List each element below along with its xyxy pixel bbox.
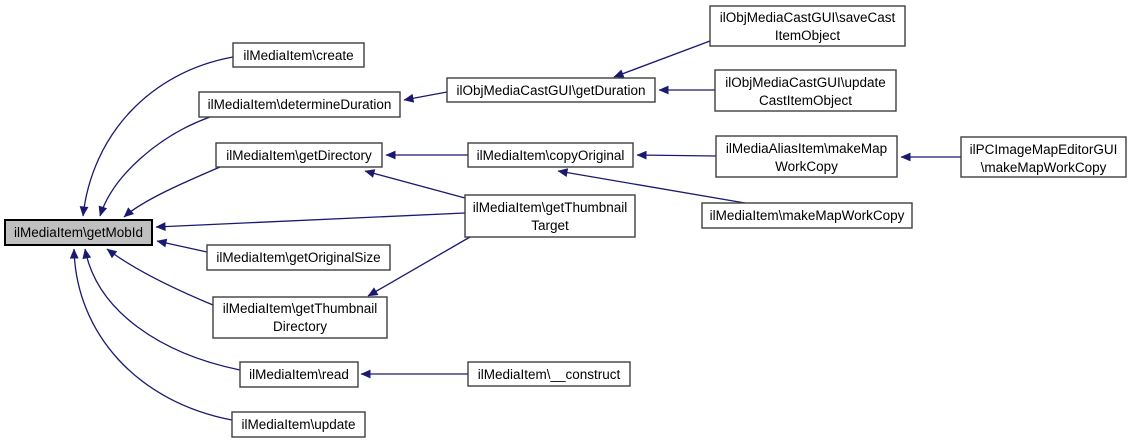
node-label: ilMediaItem\read bbox=[249, 367, 349, 382]
node-label-line2: ItemObject bbox=[775, 28, 841, 43]
node-box bbox=[232, 42, 365, 68]
node-get-duration[interactable]: ilObjMediaCastGUI\getDuration bbox=[446, 77, 656, 103]
node-label: ilMediaItem\getMobId bbox=[14, 225, 143, 240]
node-box bbox=[446, 77, 656, 103]
edge-layer bbox=[69, 40, 961, 421]
node-label-line2: WorkCopy bbox=[775, 159, 838, 174]
node-label-line2: CastItemObject bbox=[759, 93, 852, 108]
node-get-thumbnail-target[interactable]: ilMediaItem\getThumbnail Target bbox=[464, 194, 636, 238]
node-label-line2: \makeMapWorkCopy bbox=[981, 160, 1107, 175]
node-box bbox=[212, 296, 388, 339]
node-label: ilMediaItem\update bbox=[241, 417, 355, 432]
node-label: ilMediaItem\copyOriginal bbox=[477, 148, 625, 163]
edge-read-to-getmobid bbox=[82, 248, 241, 371]
node-label: ilMediaItem\getOriginalSize bbox=[216, 250, 380, 265]
edge-mediaitemmakemapworkcopy-to-copyoriginal bbox=[557, 168, 746, 204]
edge-getthumbnaildirectory-to-getmobid bbox=[106, 248, 214, 306]
edge-savecastitemobject-to-getduration bbox=[613, 40, 711, 78]
node-update[interactable]: ilMediaItem\update bbox=[231, 411, 366, 438]
node-box bbox=[709, 5, 906, 47]
edge-update-to-getmobid bbox=[69, 248, 233, 421]
node-update-cast-item-object[interactable]: ilObjMediaCastGUI\update CastItemObject bbox=[714, 69, 897, 112]
node-label: ilMediaItem\determineDuration bbox=[208, 97, 392, 112]
edge-getthumbnailtarget-to-getdirectory bbox=[364, 169, 466, 199]
edge-aliasmakemapworkcopy-to-copyoriginal bbox=[636, 150, 717, 160]
edge-getthumbnailtarget-to-getthumbnaildirectory bbox=[367, 236, 471, 297]
node-alias-make-map-work-copy[interactable]: ilMediaAliasItem\makeMap WorkCopy bbox=[715, 135, 898, 178]
node-box bbox=[467, 142, 634, 168]
edge-determineduration-to-getmobid bbox=[98, 116, 211, 217]
node-box bbox=[715, 135, 898, 178]
node-get-thumbnail-directory[interactable]: ilMediaItem\getThumbnail Directory bbox=[212, 296, 388, 339]
node-label: ilMediaItem\create bbox=[243, 48, 353, 63]
node-label: ilMediaItem\__construct bbox=[478, 367, 621, 382]
node-box bbox=[4, 219, 153, 246]
node-determine-duration[interactable]: ilMediaItem\determineDuration bbox=[198, 91, 401, 118]
node-label: ilObjMediaCastGUI\getDuration bbox=[456, 83, 645, 98]
node-label-line1: ilMediaAliasItem\makeMap bbox=[726, 141, 887, 156]
node-label-line1: ilObjMediaCastGUI\update bbox=[725, 75, 886, 90]
node-construct[interactable]: ilMediaItem\__construct bbox=[467, 361, 631, 387]
edge-getthumbnailtarget-to-getmobid bbox=[155, 212, 466, 231]
node-box bbox=[215, 142, 383, 168]
node-label: ilMediaItem\getDirectory bbox=[226, 148, 372, 163]
node-pc-image-map-editor-gui[interactable]: ilPCImageMapEditorGUI \makeMapWorkCopy bbox=[960, 136, 1127, 178]
node-box bbox=[206, 244, 391, 271]
node-label-line1: ilPCImageMapEditorGUI bbox=[970, 142, 1118, 157]
edge-getduration-to-determineduration bbox=[403, 91, 448, 103]
edge-create-to-getmobid bbox=[79, 56, 234, 217]
node-get-mob-id[interactable]: ilMediaItem\getMobId bbox=[4, 219, 153, 246]
node-box bbox=[231, 411, 366, 438]
node-box bbox=[467, 361, 631, 387]
node-label-line2: Target bbox=[531, 218, 569, 233]
node-label-line1: ilMediaItem\getThumbnail bbox=[473, 200, 628, 215]
node-label-line2: Directory bbox=[273, 319, 327, 334]
node-box bbox=[714, 69, 897, 112]
node-create[interactable]: ilMediaItem\create bbox=[232, 42, 365, 68]
node-box bbox=[198, 91, 401, 118]
node-box bbox=[701, 202, 913, 229]
node-label-line1: ilObjMediaCastGUI\saveCast bbox=[720, 10, 896, 25]
node-save-cast-item-object[interactable]: ilObjMediaCastGUI\saveCast ItemObject bbox=[709, 5, 906, 47]
node-read[interactable]: ilMediaItem\read bbox=[239, 361, 359, 388]
node-get-original-size[interactable]: ilMediaItem\getOriginalSize bbox=[206, 244, 391, 271]
node-label: ilMediaItem\makeMapWorkCopy bbox=[710, 208, 905, 223]
node-get-directory[interactable]: ilMediaItem\getDirectory bbox=[215, 142, 383, 168]
node-copy-original[interactable]: ilMediaItem\copyOriginal bbox=[467, 142, 634, 168]
node-media-item-make-map-work-copy[interactable]: ilMediaItem\makeMapWorkCopy bbox=[701, 202, 913, 229]
node-box bbox=[960, 136, 1127, 178]
edge-getdirectory-to-getmobid bbox=[123, 166, 221, 218]
node-label-line1: ilMediaItem\getThumbnail bbox=[223, 301, 378, 316]
node-box bbox=[239, 361, 359, 388]
edge-getoriginalsize-to-getmobid bbox=[156, 238, 208, 253]
node-box bbox=[464, 194, 636, 238]
